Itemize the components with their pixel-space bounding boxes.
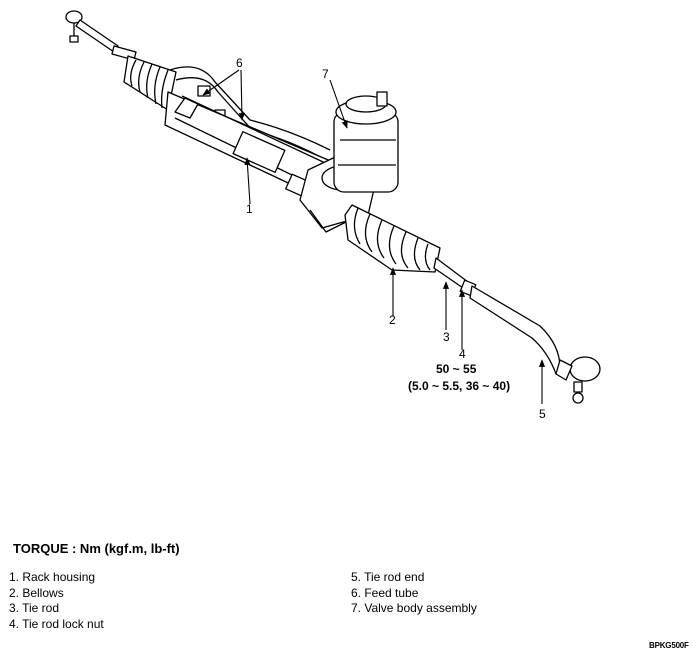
callout-6: 6 — [236, 56, 243, 70]
legend-item-tie-rod-end: 5. Tie rod end — [351, 570, 425, 584]
legend-item-tie-rod-lock-nut: 4. Tie rod lock nut — [9, 616, 104, 631]
right-tie-rod — [433, 257, 561, 375]
right-tie-rod-end — [555, 356, 601, 404]
legend-item-valve-body-assembly: 7. Valve body assembly — [351, 601, 477, 615]
leader-1 — [244, 157, 251, 205]
callout-7: 7 — [322, 67, 329, 81]
leader-6b — [238, 69, 245, 121]
legend-item-bellows: 2. Bellows — [9, 585, 64, 600]
torque-alt-units: (5.0 ~ 5.5, 36 ~ 40) — [408, 379, 510, 393]
legend-item-tie-rod: 3. Tie rod — [9, 601, 60, 615]
left-tie-rod-end — [65, 10, 137, 61]
torque-value: 50 ~ 55 — [436, 362, 477, 376]
legend-item-rack-housing: 1. Rack housing — [9, 570, 96, 584]
steering-gear-diagram: 1 2 3 4 5 6 7 50 ~ 55 (5.0 ~ 5.5, 36 ~ 4… — [65, 10, 601, 421]
callout-5: 5 — [539, 407, 546, 421]
left-bellows — [123, 55, 177, 111]
callout-2: 2 — [389, 313, 396, 327]
callout-1: 1 — [246, 202, 253, 216]
callout-3: 3 — [443, 330, 450, 344]
leader-7 — [329, 79, 348, 129]
leader-6a — [202, 69, 240, 96]
callout-4: 4 — [459, 347, 466, 361]
right-bellows — [344, 204, 441, 273]
figure-code: BPKG500F — [649, 641, 689, 650]
valve-body-assembly — [299, 91, 399, 233]
torque-heading: TORQUE : Nm (kgf.m, lb-ft) — [13, 541, 180, 556]
legend-right: 5. Tie rod end 6. Feed tube 7. Valve bod… — [351, 570, 477, 617]
legend-left: 1. Rack housing 2. Bellows 3. Tie rod 4.… — [9, 570, 104, 632]
legend-item-feed-tube: 6. Feed tube — [351, 585, 419, 600]
